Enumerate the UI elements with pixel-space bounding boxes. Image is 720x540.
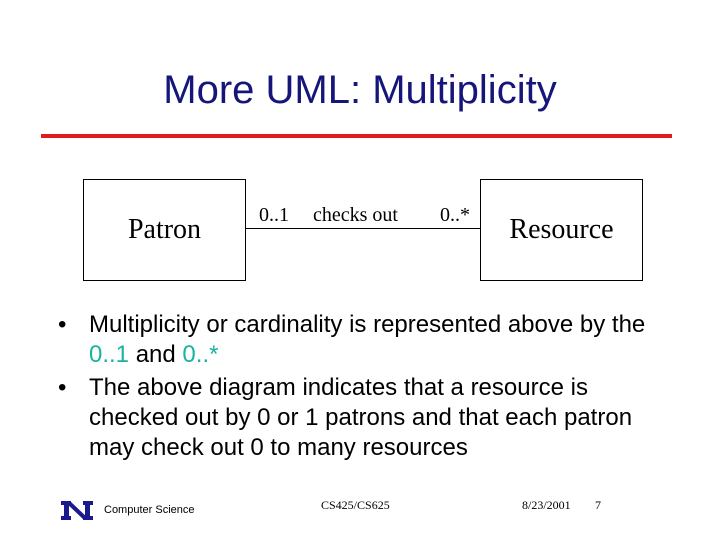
bullet-list: • Multiplicity or cardinality is represe… [58,310,678,466]
bullet-dot: • [58,311,67,338]
footer-date: 8/23/2001 [522,498,571,512]
title-divider [41,134,672,138]
highlight-multiplicity: 0..* [182,341,219,368]
multiplicity-left: 0..1 [259,204,289,226]
class-box-resource: Resource [480,179,643,281]
bullet-item: • The above diagram indicates that a res… [58,373,678,463]
association-name: checks out [313,204,398,226]
association-line [246,228,480,229]
highlight-multiplicity: 0..1 [89,341,130,368]
footer-course: CS425/CS625 [321,498,390,512]
class-name-resource: Resource [509,214,614,245]
slide-title: More UML: Multiplicity [163,68,557,112]
bullet-text: Multiplicity or cardinality is represent… [89,311,646,338]
bullet-item: • Multiplicity or cardinality is represe… [58,310,678,370]
bullet-text: The above diagram indicates that a resou… [89,374,633,461]
bullet-dot: • [58,374,67,401]
class-name-patron: Patron [127,214,202,245]
bullet-text: and [129,341,183,368]
multiplicity-right: 0..* [440,204,470,226]
class-box-patron: Patron [83,179,246,281]
footer-page-number: 7 [595,498,601,512]
footer-department: Computer Science [104,504,195,516]
university-logo-icon [60,499,94,521]
